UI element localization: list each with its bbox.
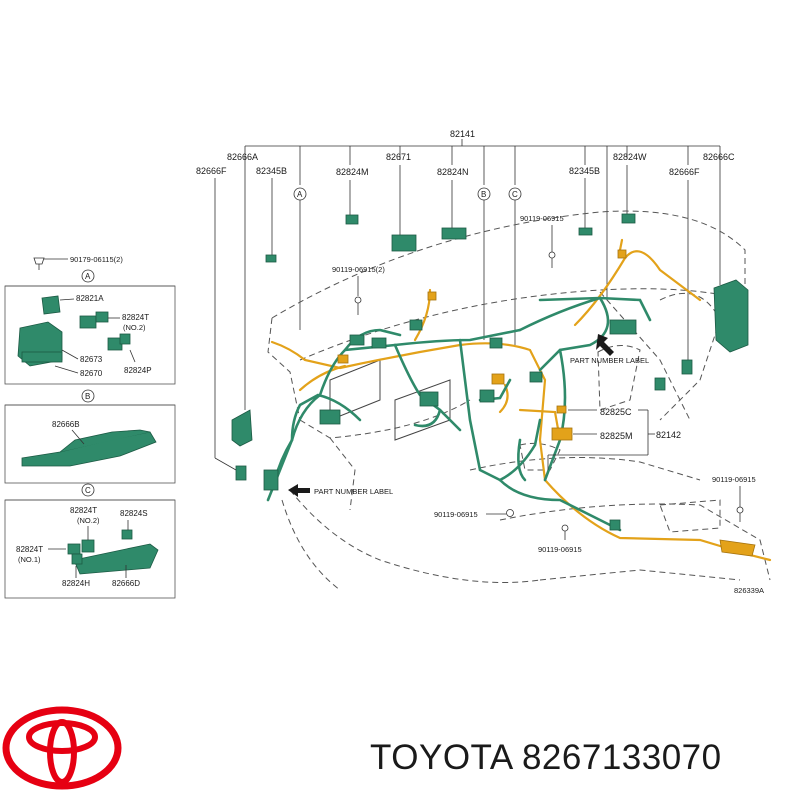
part-number-label-upper: PART NUMBER LABEL bbox=[570, 334, 649, 365]
connector-82824N bbox=[441, 227, 467, 240]
connector-82825M bbox=[551, 427, 573, 441]
svg-text:82824T: 82824T bbox=[70, 506, 97, 515]
connector-82666C bbox=[713, 279, 749, 353]
leader-lines bbox=[214, 145, 721, 471]
callout-82666F-left: 82666F bbox=[196, 166, 227, 176]
brand-part-number: TOYOTA 8267133070 bbox=[370, 738, 722, 777]
connector-82666F-left bbox=[235, 465, 247, 481]
svg-text:82666B: 82666B bbox=[52, 420, 80, 429]
circle-marker-c: C bbox=[508, 187, 522, 201]
callout-bracket-82141: 82141 bbox=[244, 129, 689, 185]
callout-82825M: 82825M bbox=[600, 431, 633, 441]
inset-c: C 82824T (NO.2) 82824S 82824T (NO.1) 828… bbox=[4, 483, 176, 599]
bolt-icon bbox=[561, 524, 569, 540]
callout-90119-06915-2: 90119-06915(2) bbox=[332, 265, 385, 274]
callout-82666A: 82666A bbox=[227, 152, 258, 162]
svg-text:90179-06115(2): 90179-06115(2) bbox=[70, 255, 123, 264]
bolts bbox=[354, 251, 744, 540]
bolt-icon bbox=[548, 251, 556, 268]
connector-82666A bbox=[231, 409, 253, 447]
callout-82671: 82671 bbox=[386, 152, 411, 162]
bolt-icon bbox=[506, 509, 514, 517]
svg-text:PART NUMBER LABEL: PART NUMBER LABEL bbox=[570, 356, 649, 365]
callout-82666F-right: 82666F bbox=[669, 167, 700, 177]
circle-marker-a: A bbox=[293, 187, 307, 201]
svg-text:82821A: 82821A bbox=[76, 294, 104, 303]
svg-text:PART NUMBER LABEL: PART NUMBER LABEL bbox=[314, 487, 393, 496]
callout-82141: 82141 bbox=[450, 129, 475, 139]
connector-82345B-right bbox=[578, 227, 593, 236]
inset-b: B 82666B bbox=[4, 389, 176, 484]
callout-90119-06915-mid: 90119-06915 bbox=[434, 510, 478, 519]
svg-text:82824S: 82824S bbox=[120, 509, 148, 518]
svg-text:82824P: 82824P bbox=[124, 366, 152, 375]
connector-82824M bbox=[345, 214, 359, 225]
callout-90119-06915-bottom: 90119-06915 bbox=[538, 545, 582, 554]
svg-text:(NO.2): (NO.2) bbox=[123, 323, 146, 332]
wire-harness-green bbox=[266, 296, 652, 532]
callout-82824W: 82824W bbox=[613, 152, 647, 162]
svg-text:82673: 82673 bbox=[80, 355, 103, 364]
svg-text:82824H: 82824H bbox=[62, 579, 90, 588]
svg-text:(NO.2): (NO.2) bbox=[77, 516, 100, 525]
svg-text:82670: 82670 bbox=[80, 369, 103, 378]
callout-90119-06915-top: 90119-06915 bbox=[520, 214, 564, 223]
svg-text:82824T: 82824T bbox=[122, 313, 149, 322]
connector-left-lower bbox=[263, 469, 279, 491]
part-number-label-lower: PART NUMBER LABEL bbox=[288, 484, 393, 497]
connector-parts bbox=[231, 213, 756, 557]
callout-82824N: 82824N bbox=[437, 167, 469, 177]
connector-82345B-left bbox=[265, 254, 277, 263]
inset-a: A 82821A 82824T (NO.2) 82673 82670 82824… bbox=[4, 269, 176, 385]
figure-id: 826339A bbox=[734, 586, 764, 595]
callout-82345B-left: 82345B bbox=[256, 166, 287, 176]
toyota-logo-icon bbox=[2, 706, 122, 790]
wire-harness-yellow bbox=[270, 238, 772, 562]
inset-top-bolt: 90179-06115(2) bbox=[33, 255, 123, 270]
callout-90119-06915-right: 90119-06915 bbox=[712, 475, 756, 484]
svg-text:A: A bbox=[85, 272, 91, 281]
svg-text:82666D: 82666D bbox=[112, 579, 140, 588]
svg-text:B: B bbox=[481, 190, 486, 199]
svg-text:82824T: 82824T bbox=[16, 545, 43, 554]
connector-82824W bbox=[621, 213, 636, 224]
callout-82142: 82142 bbox=[656, 430, 681, 440]
bolt-icon bbox=[736, 506, 744, 522]
svg-text:B: B bbox=[85, 392, 90, 401]
callout-82345B-right: 82345B bbox=[569, 166, 600, 176]
callout-82666C: 82666C bbox=[703, 152, 735, 162]
callout-82825C: 82825C bbox=[600, 407, 632, 417]
svg-text:A: A bbox=[297, 190, 303, 199]
svg-text:C: C bbox=[512, 190, 518, 199]
callout-82824M: 82824M bbox=[336, 167, 369, 177]
svg-text:C: C bbox=[85, 486, 91, 495]
connector-82671 bbox=[391, 234, 417, 252]
right-callouts: 82825C 82825M 82142 90119-06915 90119-06… bbox=[434, 407, 764, 595]
svg-text:(NO.1): (NO.1) bbox=[18, 555, 41, 564]
connector-82825C bbox=[556, 405, 567, 414]
connector-82666F-right bbox=[681, 359, 693, 375]
bolt-icon bbox=[354, 296, 362, 315]
circle-marker-b: B bbox=[477, 187, 491, 201]
